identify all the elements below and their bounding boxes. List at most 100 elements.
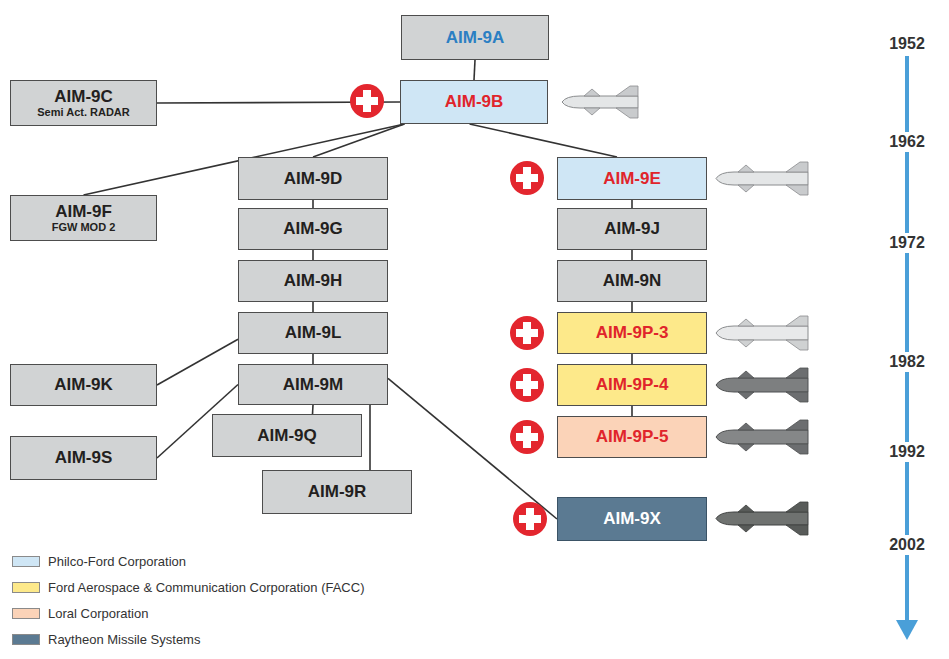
red-cross-symbol xyxy=(350,84,384,118)
missile-body xyxy=(716,172,808,185)
cross-plus xyxy=(519,508,541,530)
legend-row: Philco-Ford Corporation xyxy=(12,554,186,569)
missile-fin xyxy=(786,162,808,195)
lineage-line xyxy=(470,124,617,157)
variant-name: AIM-9H xyxy=(284,271,343,291)
legend-row: Loral Corporation xyxy=(12,606,148,621)
cross-plus xyxy=(516,167,538,189)
lineage-line xyxy=(631,302,633,312)
legend-swatch xyxy=(12,556,40,567)
variant-box: AIM-9P-4 xyxy=(557,364,707,406)
missile-body xyxy=(562,96,638,108)
year-label: 1962 xyxy=(886,132,928,152)
variant-box: AIM-9B xyxy=(400,80,548,124)
lineage-line xyxy=(631,200,633,208)
missile-body xyxy=(716,378,808,392)
legend-swatch xyxy=(12,582,40,593)
variant-box: AIM-9R xyxy=(262,470,412,514)
cross-circle xyxy=(510,316,544,350)
missile-canard xyxy=(738,505,754,532)
lineage-line xyxy=(369,405,371,470)
lineage-line xyxy=(631,354,633,364)
lineage-line xyxy=(312,302,314,312)
missile-fin xyxy=(786,420,808,454)
timeline-arrowhead xyxy=(896,620,918,640)
missile-canard xyxy=(738,165,754,192)
variant-name: AIM-9S xyxy=(55,448,113,468)
cross-plus xyxy=(356,90,378,112)
lineage-line xyxy=(631,406,633,416)
cross-plus xyxy=(516,322,538,344)
year-label: 1992 xyxy=(886,442,928,462)
variant-box: AIM-9N xyxy=(557,260,707,302)
legend-row: Raytheon Missile Systems xyxy=(12,632,200,647)
variant-box: AIM-9FFGW MOD 2 xyxy=(10,195,157,241)
missile-canard xyxy=(738,371,754,399)
variant-name: AIM-9X xyxy=(603,509,661,529)
cross-circle xyxy=(510,368,544,402)
variant-name: AIM-9F xyxy=(55,202,112,222)
missile-canard xyxy=(738,319,754,347)
missile-picture xyxy=(716,368,808,402)
variant-box: AIM-9H xyxy=(238,260,388,302)
legend-swatch xyxy=(12,608,40,619)
year-label: 1982 xyxy=(886,352,928,372)
lineage-line xyxy=(312,405,314,414)
cross-circle xyxy=(350,84,384,118)
variant-name: AIM-9B xyxy=(445,92,504,112)
variant-box: AIM-9E xyxy=(557,157,707,200)
year-label: 1952 xyxy=(886,34,928,54)
variant-name: AIM-9P-3 xyxy=(596,323,669,343)
missile-fin xyxy=(786,502,808,535)
lineage-line xyxy=(631,250,633,260)
missile-fin xyxy=(616,86,638,118)
variant-box: AIM-9P-5 xyxy=(557,416,707,458)
cross-circle xyxy=(510,420,544,454)
red-cross-symbol xyxy=(510,316,544,350)
variant-box: AIM-9L xyxy=(238,312,388,354)
missile-canard xyxy=(584,89,600,115)
red-cross-symbol xyxy=(510,161,544,195)
variant-note: FGW MOD 2 xyxy=(52,221,116,234)
variant-box: AIM-9M xyxy=(238,364,388,405)
missile-body xyxy=(716,512,808,525)
variant-name: AIM-9N xyxy=(603,271,662,291)
variant-name: AIM-9K xyxy=(54,375,113,395)
variant-box: AIM-9J xyxy=(557,208,707,250)
legend-text: Raytheon Missile Systems xyxy=(48,632,200,647)
cross-circle xyxy=(513,502,547,536)
missile-picture xyxy=(562,86,638,118)
missile-fin xyxy=(786,316,808,350)
missile-body xyxy=(716,430,808,444)
cross-circle xyxy=(510,161,544,195)
year-label: 2002 xyxy=(886,535,928,555)
variant-name: AIM-9J xyxy=(604,219,660,239)
variant-name: AIM-9P-5 xyxy=(596,427,669,447)
variant-name: AIM-9L xyxy=(285,323,342,343)
variant-box: AIM-9G xyxy=(238,208,388,250)
variant-name: AIM-9R xyxy=(308,482,367,502)
variant-box: AIM-9A xyxy=(401,15,549,60)
red-cross-symbol xyxy=(510,420,544,454)
legend-swatch xyxy=(12,634,40,645)
lineage-line xyxy=(312,250,314,260)
red-cross-symbol xyxy=(510,368,544,402)
missile-body xyxy=(716,326,808,340)
legend-text: Ford Aerospace & Communication Corporati… xyxy=(48,580,364,595)
legend-text: Loral Corporation xyxy=(48,606,148,621)
missile-canard xyxy=(738,423,754,451)
missile-picture xyxy=(716,420,808,454)
variant-name: AIM-9G xyxy=(283,219,343,239)
cross-plus xyxy=(516,374,538,396)
lineage-line xyxy=(312,354,314,364)
variant-box: AIM-9P-3 xyxy=(557,312,707,354)
cross-plus xyxy=(516,426,538,448)
variant-name: AIM-9A xyxy=(446,28,505,48)
lineage-line xyxy=(312,200,314,208)
legend-text: Philco-Ford Corporation xyxy=(48,554,186,569)
variant-name: AIM-9Q xyxy=(257,426,317,446)
variant-box: AIM-9S xyxy=(10,436,157,480)
variant-box: AIM-9Q xyxy=(212,414,362,457)
variant-box: AIM-9X xyxy=(557,497,707,541)
variant-name: AIM-9C xyxy=(54,87,113,107)
